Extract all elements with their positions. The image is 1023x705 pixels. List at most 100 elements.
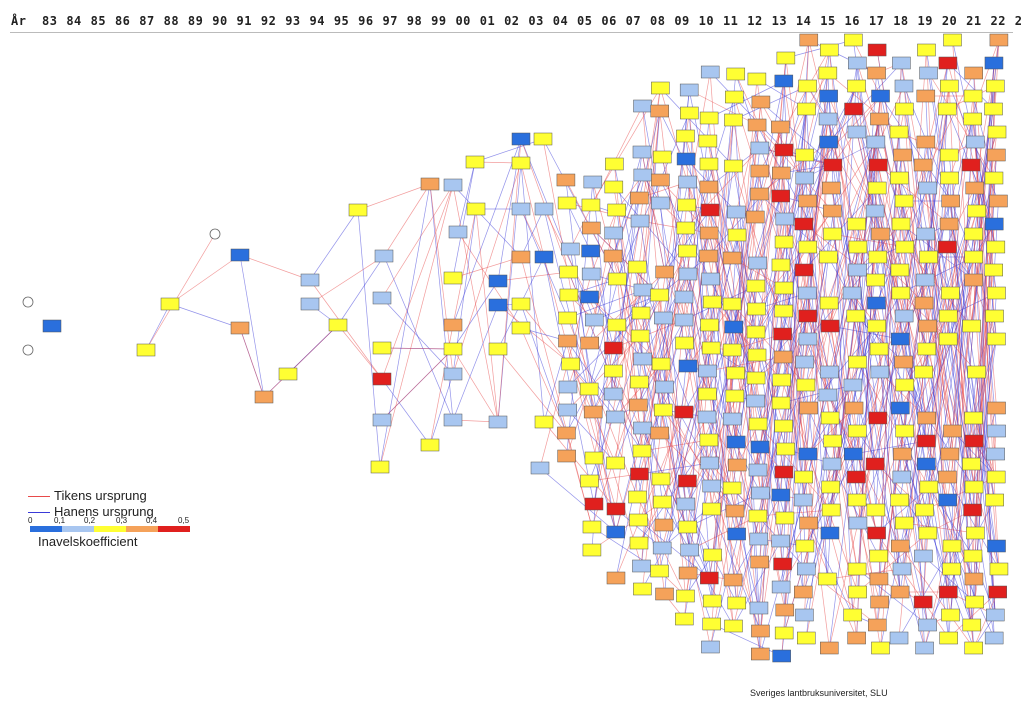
- sire-edge: [922, 108, 948, 603]
- sire-edge: [785, 39, 854, 59]
- dog-node: [556, 173, 576, 187]
- dog-node: [42, 319, 62, 333]
- dog-node: [844, 401, 864, 415]
- dam-edge: [973, 256, 997, 340]
- dog-node: [676, 152, 696, 166]
- dog-node: [870, 365, 890, 379]
- year-label: 20: [941, 14, 958, 28]
- dog-node: [794, 470, 813, 484]
- year-label: 11: [722, 14, 739, 28]
- dog-node: [702, 502, 721, 516]
- sire-edge: [927, 499, 996, 626]
- dog-node: [891, 286, 911, 300]
- dog-node: [674, 405, 694, 419]
- dog-node: [724, 159, 743, 173]
- year-label: 09: [674, 14, 690, 28]
- dog-node: [917, 43, 936, 57]
- dog-node: [918, 181, 938, 195]
- dog-node: [866, 135, 886, 149]
- sire-edge: [687, 492, 761, 528]
- dam-edge: [683, 209, 711, 413]
- dam-edge: [381, 184, 454, 299]
- dog-node: [799, 401, 818, 415]
- dog-node: [797, 562, 816, 576]
- dog-node: [725, 504, 745, 518]
- dog-node: [869, 572, 889, 586]
- dog-node: [511, 202, 531, 216]
- sire-edge: [636, 266, 710, 464]
- year-label: 91: [236, 14, 252, 28]
- dog-node: [629, 398, 648, 412]
- dog-node: [794, 585, 813, 599]
- dog-node: [818, 388, 838, 402]
- dog-node: [678, 474, 697, 488]
- year-label: 03: [528, 14, 544, 28]
- dog-node: [680, 543, 699, 557]
- dam-edge: [830, 315, 857, 511]
- dog-node: [420, 177, 440, 191]
- dog-node: [867, 319, 887, 333]
- dog-node: [606, 525, 626, 539]
- dog-node: [795, 539, 815, 553]
- dog-node: [964, 250, 983, 264]
- sire-edge: [661, 487, 733, 549]
- dog-node: [603, 249, 623, 263]
- dog-node: [890, 539, 910, 553]
- dog-node: [966, 135, 985, 149]
- dog-node: [300, 297, 320, 311]
- dam-line-swatch: [28, 496, 50, 497]
- dog-node: [894, 355, 913, 369]
- sire-edge: [736, 285, 757, 466]
- year-label: 01: [479, 14, 496, 28]
- dam-edge: [926, 440, 948, 501]
- dog-node: [580, 474, 599, 488]
- dog-node: [818, 66, 838, 80]
- sire-edge: [805, 417, 831, 639]
- dog-node: [488, 415, 508, 429]
- dog-node: [676, 129, 695, 143]
- dam-edge: [828, 95, 901, 271]
- dog-node: [793, 493, 813, 507]
- dam-edge: [145, 233, 216, 351]
- sire-edge: [947, 118, 974, 593]
- dam-edge: [928, 72, 995, 179]
- dog-node: [443, 413, 463, 427]
- dog-node: [964, 434, 984, 448]
- dam-edge: [659, 110, 685, 321]
- dog-node: [678, 175, 697, 189]
- sire-edge: [474, 138, 544, 163]
- dam-edge: [616, 324, 639, 406]
- dog-node: [914, 365, 933, 379]
- sire-edge: [709, 119, 734, 464]
- dog-node: [818, 572, 837, 586]
- dog-node: [701, 341, 721, 355]
- sire-edge: [708, 80, 784, 119]
- dog-node: [607, 203, 626, 217]
- sire-edge: [590, 250, 614, 349]
- sire-edge: [950, 292, 1000, 570]
- sire-edge: [780, 39, 810, 496]
- dog-node: [580, 290, 599, 304]
- year-axis-label: År: [11, 14, 27, 28]
- dog-node: [559, 265, 578, 279]
- dam-edge: [950, 210, 978, 294]
- dam-edge: [638, 381, 665, 595]
- dog-node: [986, 240, 1006, 254]
- dog-node: [774, 419, 793, 433]
- dog-node: [750, 440, 770, 454]
- dog-node: [847, 562, 867, 576]
- dog-node: [847, 631, 866, 645]
- dam-edge: [804, 141, 829, 616]
- dog-node: [918, 319, 938, 333]
- dog-node: [582, 221, 601, 235]
- sire-edge: [855, 141, 877, 478]
- dog-node: [488, 274, 508, 288]
- dog-node: [943, 424, 962, 438]
- scale-title: Inavelskoefficient: [38, 534, 138, 549]
- dam-edge: [357, 183, 431, 211]
- dam-edge: [689, 515, 759, 551]
- dog-node: [746, 325, 766, 339]
- sire-edge: [780, 72, 829, 266]
- dog-node: [868, 411, 888, 425]
- dog-node: [918, 618, 937, 632]
